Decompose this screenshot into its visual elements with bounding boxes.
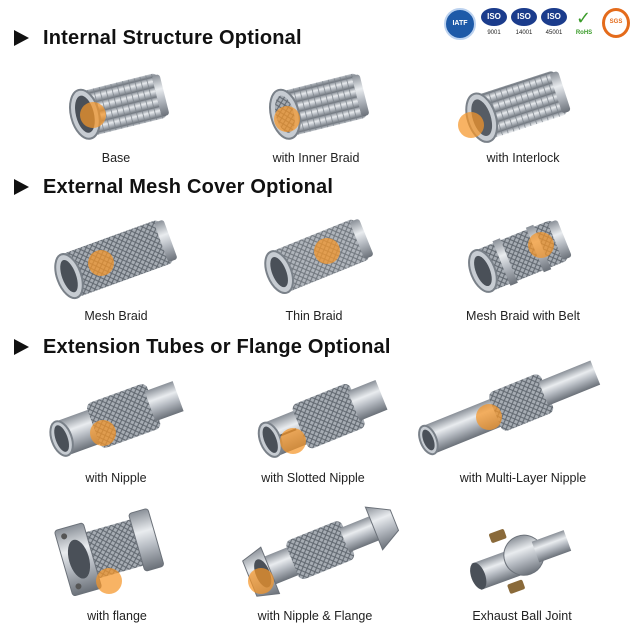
caption-inner-braid: with Inner Braid — [272, 151, 360, 165]
flexible-pipe-image — [468, 220, 572, 293]
ball-joint-image — [470, 529, 572, 594]
product-multi-layer-nipple[interactable] — [414, 348, 606, 466]
product-mesh-braid[interactable] — [44, 214, 188, 304]
caption-ball-joint: Exhaust Ball Joint — [472, 609, 572, 623]
highlight-marker — [274, 106, 300, 132]
highlight-marker — [80, 102, 106, 128]
product-flange[interactable] — [52, 502, 170, 600]
highlight-marker — [248, 568, 274, 594]
flexible-pipe-image — [54, 508, 164, 597]
product-thin-braid[interactable] — [254, 210, 384, 302]
certification-logos: IATF ISO 9001 ISO 14001 ISO 45001 ✓ RoHS… — [444, 8, 634, 42]
iso-14001-logo: ISO 14001 — [510, 8, 538, 42]
flexible-pipe-image — [242, 506, 400, 597]
caption-thin-braid: Thin Braid — [285, 309, 343, 323]
caption-base: Base — [101, 151, 131, 165]
flexible-pipe-image — [465, 71, 571, 143]
flexible-pipe-image — [49, 381, 184, 457]
flexible-pipe-image — [69, 73, 169, 140]
product-slotted-nipple[interactable] — [254, 370, 394, 466]
arrow-icon — [14, 339, 29, 355]
highlight-marker — [90, 420, 116, 446]
product-nipple[interactable] — [46, 370, 190, 466]
product-mesh-braid-belt[interactable] — [460, 210, 580, 302]
caption-mesh-braid: Mesh Braid — [84, 309, 148, 323]
flexible-pipe-image — [418, 360, 601, 456]
sgs-logo: SGS — [602, 8, 630, 38]
flexible-pipe-image — [54, 220, 177, 300]
caption-interlock: with Interlock — [486, 151, 560, 165]
section-title-extension: Extension Tubes or Flange Optional — [14, 334, 391, 360]
iso-45001-logo: ISO 45001 — [540, 8, 568, 42]
arrow-icon — [14, 179, 29, 195]
product-nipple-flange[interactable] — [238, 498, 408, 600]
caption-multi-layer-nipple: with Multi-Layer Nipple — [459, 471, 587, 485]
product-interlock[interactable] — [458, 64, 584, 148]
caption-nipple-flange: with Nipple & Flange — [257, 609, 373, 623]
arrow-icon — [14, 30, 29, 46]
highlight-marker — [314, 238, 340, 264]
iatf-logo: IATF — [444, 8, 476, 40]
highlight-marker — [458, 112, 484, 138]
caption-mesh-braid-belt: Mesh Braid with Belt — [466, 309, 580, 323]
highlight-marker — [528, 232, 554, 258]
rohs-logo: ✓ RoHS — [575, 8, 593, 36]
highlight-marker — [476, 404, 502, 430]
caption-flange: with flange — [87, 609, 147, 623]
iso-9001-logo: ISO 9001 — [480, 8, 508, 42]
highlight-marker — [96, 568, 122, 594]
highlight-marker — [280, 428, 306, 454]
product-ball-joint[interactable] — [458, 512, 574, 602]
flexible-pipe-image — [269, 73, 369, 140]
product-inner-braid[interactable] — [262, 66, 382, 146]
check-icon: ✓ — [576, 8, 592, 28]
caption-nipple: with Nipple — [85, 471, 147, 485]
caption-slotted-nipple: with Slotted Nipple — [261, 471, 365, 485]
flexible-pipe-image — [257, 379, 388, 458]
section-title-external: External Mesh Cover Optional — [14, 174, 333, 200]
product-base[interactable] — [62, 66, 182, 146]
section-title-internal: Internal Structure Optional — [14, 25, 302, 51]
highlight-marker — [88, 250, 114, 276]
